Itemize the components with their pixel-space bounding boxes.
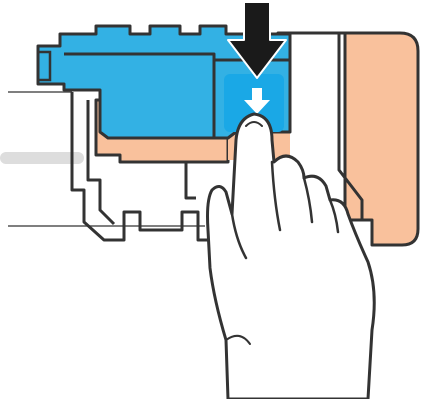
hand-shape (206, 112, 376, 399)
latch-right-post (184, 162, 196, 200)
thumb-crease (230, 212, 248, 260)
guide-rails (0, 91, 205, 227)
ink-cartridge (36, 24, 292, 140)
press-arrow-icon (244, 88, 270, 114)
finger-crease-1 (270, 160, 282, 232)
down-arrow-icon (227, 1, 287, 79)
press-arrow-shape (244, 88, 270, 114)
carriage-right-housing (276, 31, 420, 247)
latch-inner-leg (86, 100, 116, 226)
carriage-housing-seam (337, 33, 364, 220)
fingernail (245, 121, 263, 127)
hand-icon (206, 112, 376, 399)
wrist-line (225, 334, 251, 345)
latch-left-leg (70, 92, 210, 242)
latch-frame (70, 92, 210, 242)
down-arrow-shape (227, 1, 287, 79)
finger-crease-2 (302, 176, 314, 224)
finger-crease-3 (328, 198, 340, 234)
cartridge-left-tab (38, 50, 52, 82)
